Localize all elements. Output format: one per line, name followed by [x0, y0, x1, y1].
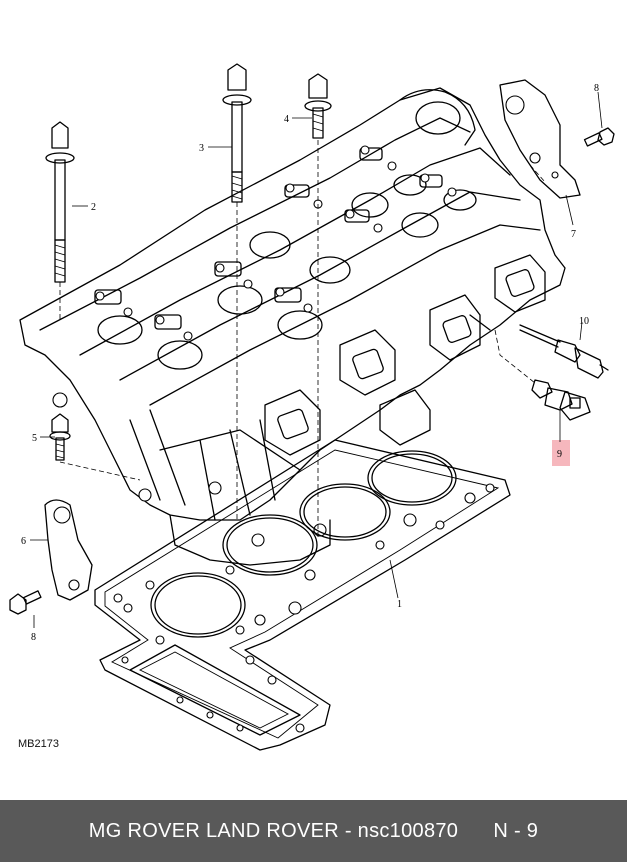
footer-text: MG ROVER LAND ROVER - nsc100870 N - 9 — [88, 819, 539, 842]
callout-10: 10 — [579, 316, 589, 327]
callout-6: 6 — [21, 536, 26, 547]
bolt-5 — [49, 413, 71, 461]
callout-4: 4 — [284, 114, 289, 125]
glow-plug — [519, 324, 609, 379]
cylinder-head — [19, 87, 566, 566]
exploded-parts-diagram: 1 2 3 4 5 6 7 8 8 9 10 — [9, 63, 615, 751]
callout-9: 9 — [557, 449, 562, 460]
callout-8-upper: 8 — [594, 83, 599, 94]
footer-bar: MG ROVER LAND ROVER - nsc100870 N - 9 — [0, 800, 627, 862]
bolt-8-lower — [9, 590, 42, 615]
callout-1: 1 — [397, 599, 402, 610]
head-bolt-long — [45, 121, 75, 283]
lifting-eye-rear — [44, 499, 93, 601]
head-gasket — [94, 439, 511, 751]
diagram-reference-code: MB2173 — [18, 738, 59, 750]
lifting-eye-front — [499, 79, 581, 199]
callout-8-lower: 8 — [31, 632, 36, 643]
bolt-8-upper — [583, 127, 615, 147]
head-bolt-short — [304, 73, 332, 139]
callout-2: 2 — [91, 202, 96, 213]
callout-7: 7 — [571, 229, 576, 240]
highlight-box — [552, 440, 570, 466]
head-bolt-medium — [222, 63, 252, 203]
callout-3: 3 — [199, 143, 204, 154]
temperature-sensor — [531, 379, 591, 421]
callout-5: 5 — [32, 433, 37, 444]
